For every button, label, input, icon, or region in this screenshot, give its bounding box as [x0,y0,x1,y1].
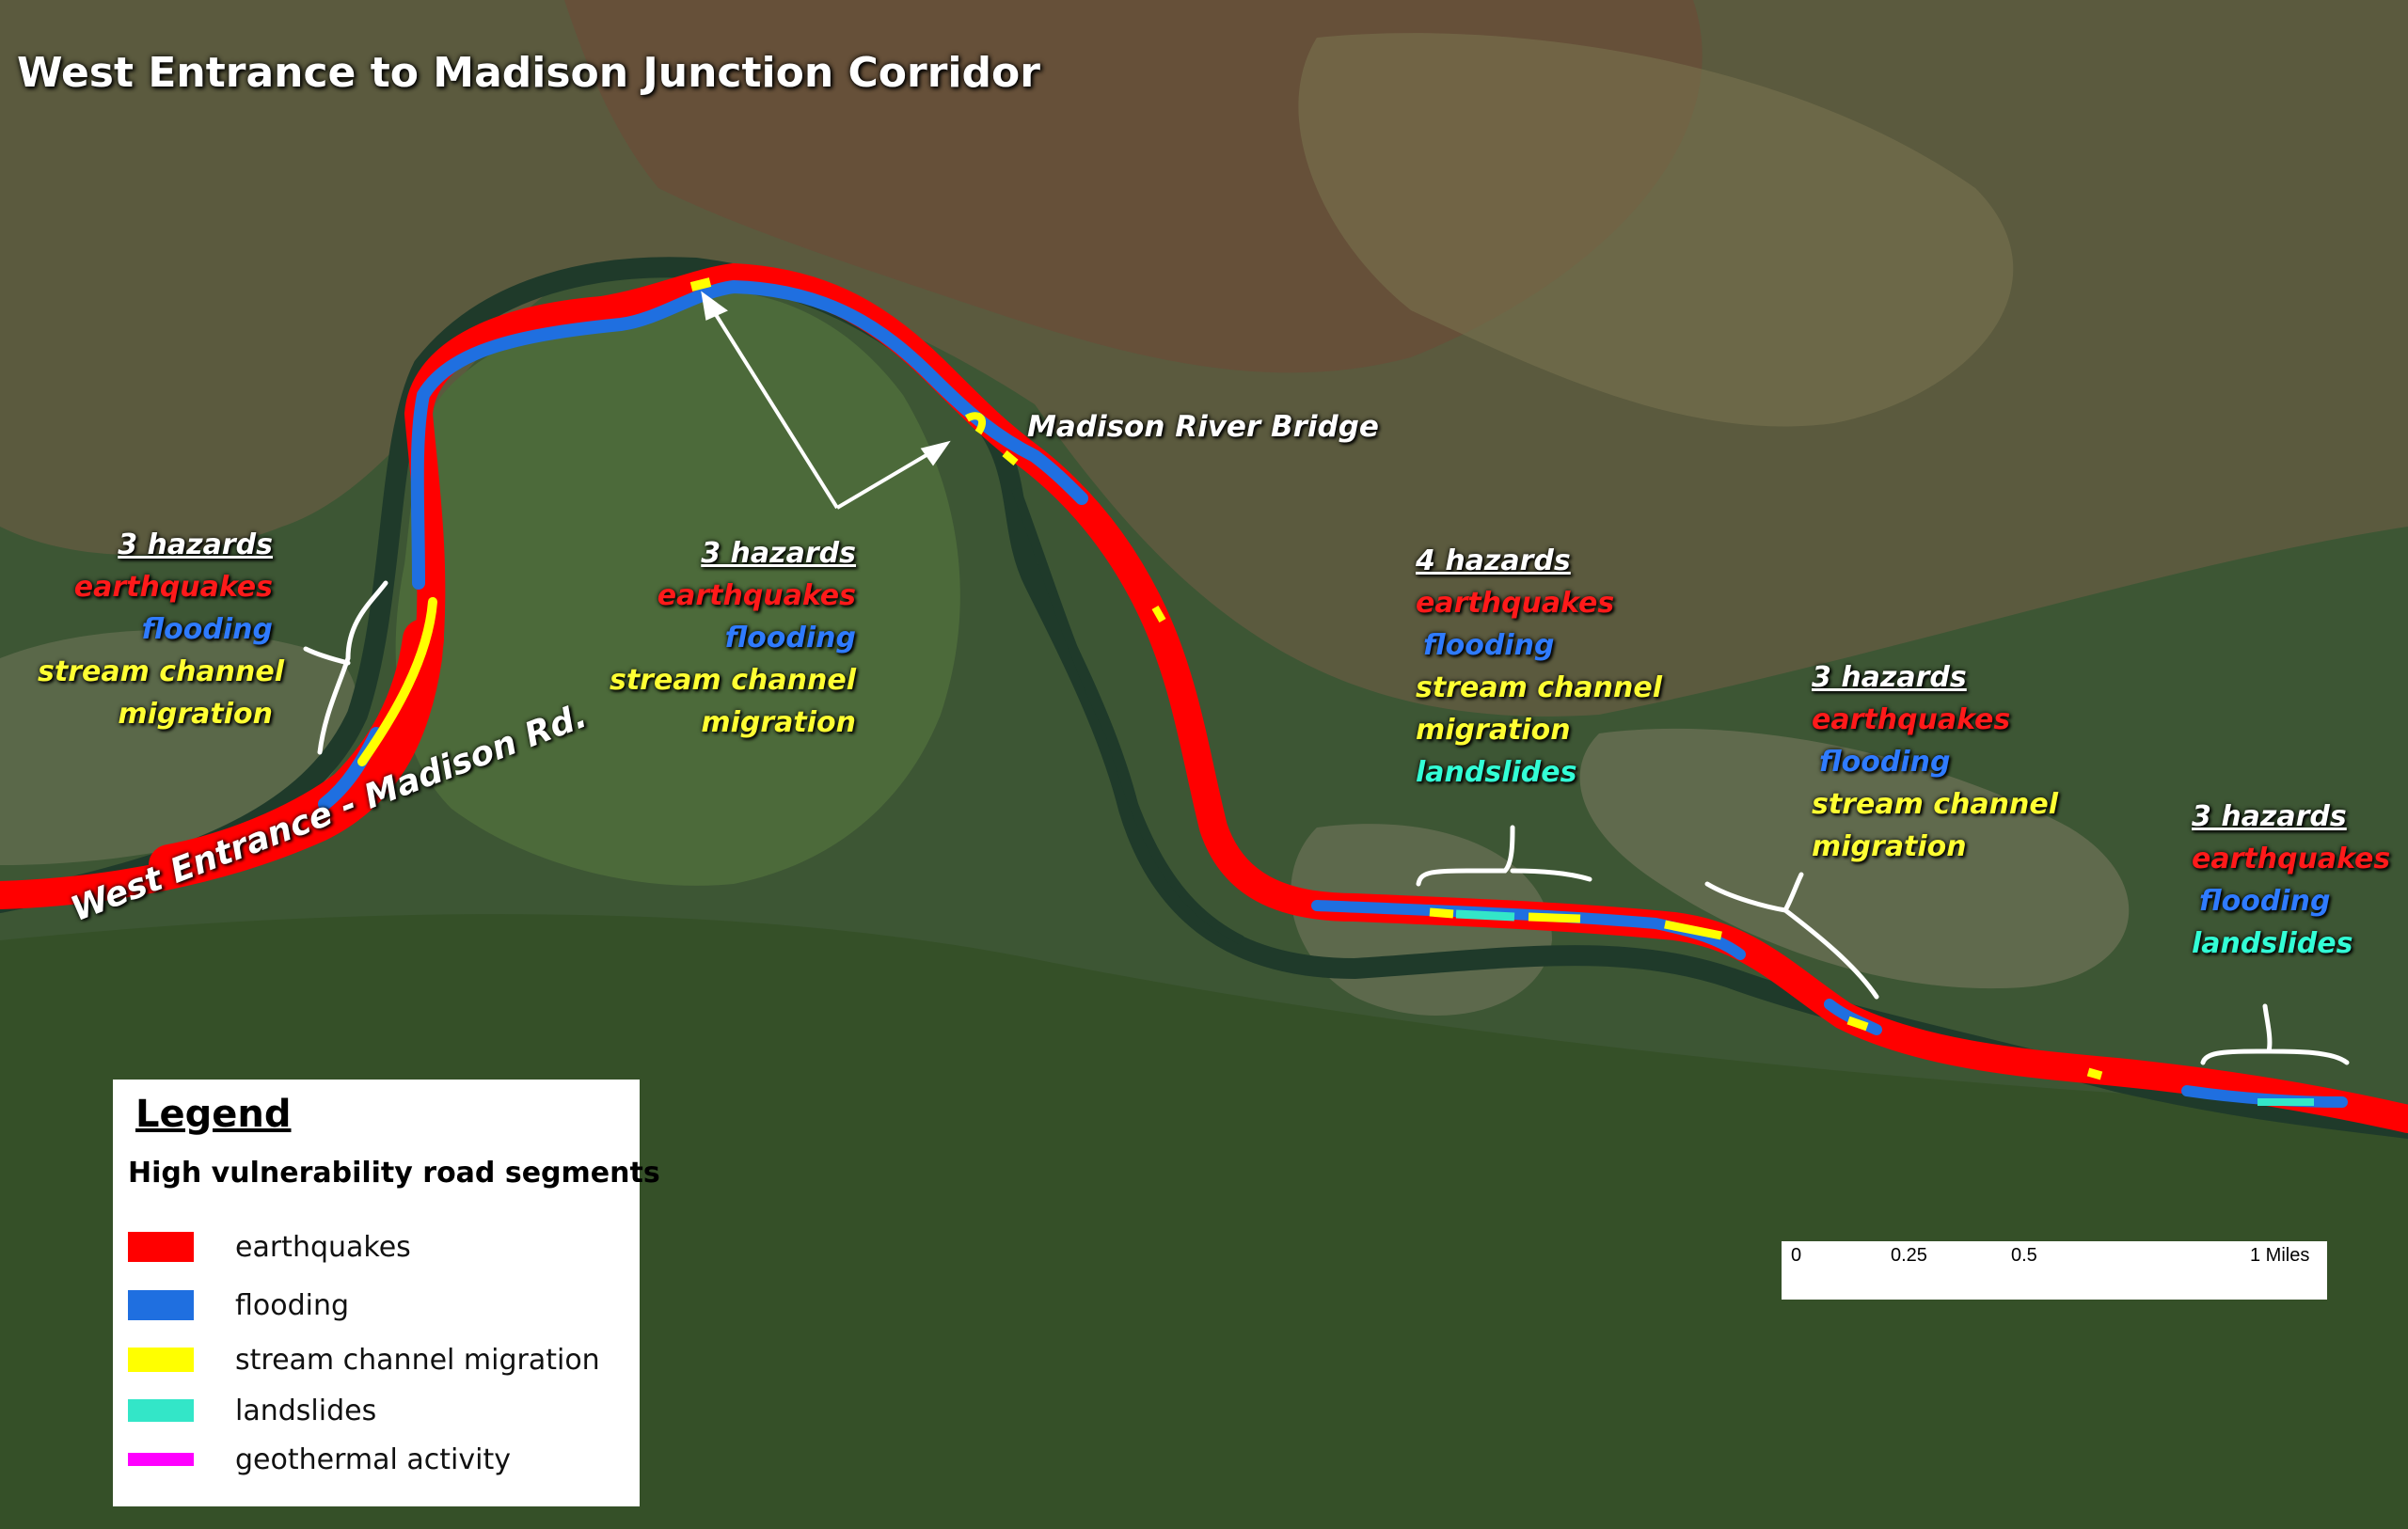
hazard-landslides: landslides [2192,927,2353,960]
road-stream-mid [1151,606,1166,623]
hazard-group-5: 3 hazards earthquakes flooding landslide… [2192,796,2390,965]
hazard-earthquakes: earthquakes [2192,843,2391,875]
legend-swatch [128,1399,194,1422]
hazard-earthquakes: earthquakes [1416,587,1615,620]
bridge-label: Madison River Bridge [1027,410,1379,444]
road-stream-bridge [964,412,987,435]
hazard-stream-channel: stream channel [1812,788,2059,821]
legend-label: geothermal activity [235,1442,511,1476]
hazard-landslides: landslides [1416,756,1577,789]
hazard-flooding: flooding [2199,885,2331,918]
legend-subtitle: High vulnerability road segments [128,1157,660,1190]
scale-tick-1mi: 1 Miles [2250,1245,2310,1266]
meadow-inside-bend [395,290,960,886]
map-title: West Entrance to Madison Junction Corrid… [17,49,1040,97]
hazard-flooding: flooding [141,613,273,646]
hazard-flooding: flooding [724,622,856,654]
road-flooding-east1 [1311,900,1746,960]
hazard-count: 4 hazards [1416,544,1571,577]
legend-item-stream: stream channel migration [128,1339,600,1380]
hazard-stream-channel: stream channel [38,655,285,688]
hazard-flooding: flooding [1819,746,1951,779]
hazard-braces [303,580,2350,1065]
hazard-flooding: flooding [1423,629,1555,662]
hazard-count: 3 hazards [1812,661,1967,694]
legend-item-geothermal: geothermal activity [128,1439,511,1480]
scale-tick-025: 0.25 [1891,1245,1927,1266]
legend-label: flooding [235,1288,350,1322]
legend-label: landslides [235,1394,377,1427]
river-side-channel [1011,487,1244,945]
legend-title: Legend [135,1093,292,1136]
scale-tick-05: 0.5 [2011,1245,2037,1266]
legend-panel: Legend High vulnerability road segments … [113,1080,660,1506]
hazard-migration: migration [1812,830,1967,863]
hazard-group-2: 3 hazards earthquakes flooding stream ch… [602,532,856,744]
hazard-group-3: 4 hazards earthquakes flooding stream ch… [1416,540,1662,794]
hazard-count: 3 hazards [2192,800,2347,833]
road-stream-bridge2 [1002,449,1019,466]
hazard-group-1: 3 hazards earthquakes flooding stream ch… [38,524,285,735]
scale-bar: 0 0.25 0.5 1 Miles [1782,1241,2327,1300]
road-flooding-north [410,279,1088,590]
legend-label: stream channel migration [235,1343,600,1377]
legend-swatch [128,1290,194,1320]
hazard-stream-channel: stream channel [1416,671,1663,704]
hazard-stream-channel: stream channel [609,664,856,697]
legend-swatch [128,1453,194,1466]
road-stream-east2 [1846,1016,2103,1080]
legend-item-flooding: flooding [128,1285,349,1326]
road-stream-west [357,597,437,766]
rocky-slope [1579,728,2130,989]
road-stream-east1 [1429,907,1722,940]
hazard-migration: migration [118,698,273,731]
scale-tick-0: 0 [1791,1245,1802,1266]
legend-swatch [128,1348,194,1372]
road-landslides-east1 [1455,909,1515,922]
legend-label: earthquakes [235,1230,411,1264]
hazard-earthquakes: earthquakes [1812,703,2011,736]
hazard-count: 3 hazards [701,537,856,570]
legend-swatch [128,1232,194,1262]
hazard-count: 3 hazards [118,528,273,561]
legend-item-landslides: landslides [128,1390,376,1431]
bend-arrows [701,291,951,510]
legend-item-earthquakes: earthquakes [128,1226,411,1268]
pale-meadow-north [1298,33,2014,427]
hazard-earthquakes: earthquakes [657,579,856,612]
hazard-group-4: 3 hazards earthquakes flooding stream ch… [1812,656,2058,868]
road-stream-north [689,277,712,292]
hazard-migration: migration [1416,714,1571,747]
hazard-migration: migration [701,706,856,739]
hazard-earthquakes: earthquakes [73,571,273,604]
